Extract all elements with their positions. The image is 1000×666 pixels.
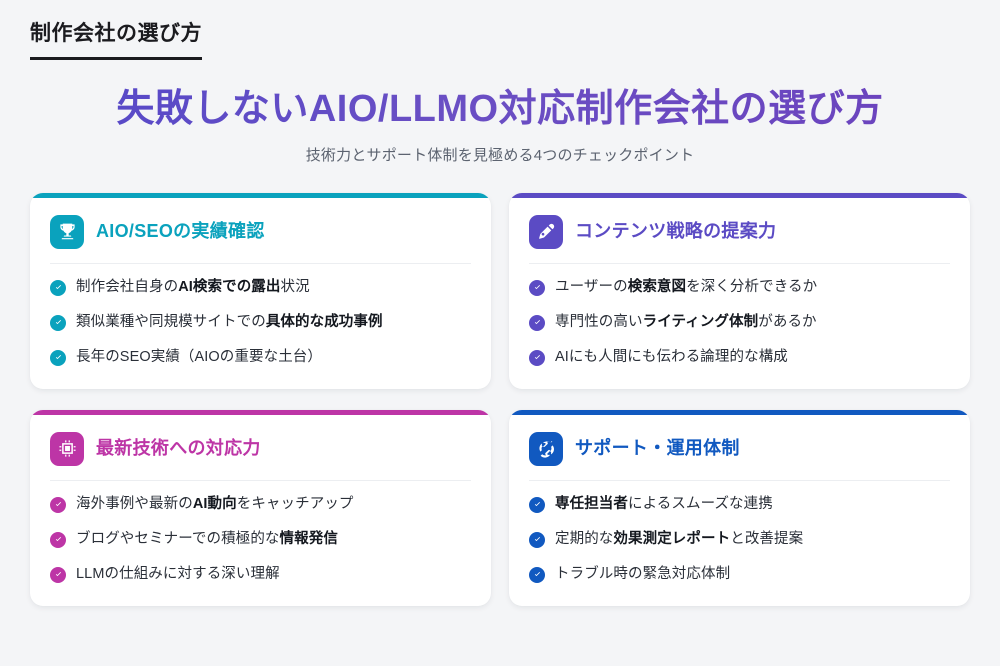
breadcrumb: 制作会社の選び方 — [30, 0, 970, 61]
card-header: サポート・運用体制 — [529, 426, 950, 481]
list-item-label: トラブル時の緊急対応体制 — [555, 564, 730, 585]
checkpoint-list: 専任担当者によるスムーズな連携定期的な効果測定レポートと改善提案トラブル時の緊急… — [529, 494, 950, 585]
label-emphasis: 効果測定レポート — [613, 530, 731, 547]
handshake-icon — [529, 431, 563, 466]
list-item: 専門性の高いライティング体制があるか — [529, 312, 950, 333]
checkpoint-card-grid: AIO/SEOの実績確認制作会社自身のAI検索での露出状況類似業種や同規模サイト… — [30, 192, 970, 606]
check-circle-icon — [50, 279, 66, 296]
checkpoint-list: 制作会社自身のAI検索での露出状況類似業種や同規模サイトでの具体的な成功事例長年… — [50, 277, 471, 368]
card-title: サポート・運用体制 — [575, 438, 740, 459]
label-post: と改善提案 — [730, 530, 804, 547]
label-pre: 海外事例や最新の — [76, 495, 193, 512]
label-pre: 専門性の高い — [555, 313, 643, 330]
label-pre: ブログやセミナーでの積極的な — [76, 530, 280, 547]
checkpoint-card: サポート・運用体制専任担当者によるスムーズな連携定期的な効果測定レポートと改善提… — [509, 409, 970, 606]
check-circle-icon — [529, 531, 545, 548]
check-circle-icon — [50, 566, 66, 583]
check-circle-icon — [50, 496, 66, 513]
list-item: 海外事例や最新のAI動向をキャッチアップ — [50, 494, 471, 515]
card-title: コンテンツ戦略の提案力 — [575, 221, 777, 242]
check-circle-icon — [50, 314, 66, 331]
cpu-chip-icon — [50, 431, 84, 466]
page-subtitle: 技術力とサポート体制を見極める4つのチェックポイント — [305, 146, 695, 164]
list-item-label: LLMの仕組みに対する深い理解 — [76, 564, 280, 585]
label-post: を深く分析できるか — [686, 278, 818, 295]
label-pre: 定期的な — [555, 530, 614, 547]
pen-nib-icon — [529, 214, 563, 249]
list-item-label: 海外事例や最新のAI動向をキャッチアップ — [76, 494, 354, 515]
label-emphasis: 検索意図 — [627, 278, 687, 295]
label-emphasis: 専任担当者 — [555, 495, 628, 512]
card-header: AIO/SEOの実績確認 — [50, 209, 471, 264]
list-item: AIにも人間にも伝わる論理的な構成 — [529, 347, 950, 368]
list-item: 定期的な効果測定レポートと改善提案 — [529, 529, 950, 550]
hero-section: 失敗しないAIO/LLMO対応制作会社の選び方 技術力とサポート体制を見極める4… — [30, 86, 970, 165]
list-item-label: 専門性の高いライティング体制があるか — [555, 312, 817, 333]
label-pre: AIにも人間にも伝わる論理的な構成 — [555, 348, 788, 365]
card-title: AIO/SEOの実績確認 — [96, 221, 265, 242]
label-pre: 制作会社自身の — [76, 278, 179, 295]
list-item-label: 類似業種や同規模サイトでの具体的な成功事例 — [76, 312, 383, 333]
check-circle-icon — [50, 531, 66, 548]
label-pre: トラブル時の緊急対応体制 — [555, 565, 731, 582]
list-item: ブログやセミナーでの積極的な情報発信 — [50, 529, 471, 550]
list-item: LLMの仕組みに対する深い理解 — [50, 564, 471, 585]
label-pre: 長年のSEO実績（AIOの重要な土台） — [76, 348, 322, 365]
list-item: 長年のSEO実績（AIOの重要な土台） — [50, 347, 471, 368]
list-item-label: ユーザーの検索意図を深く分析できるか — [555, 277, 817, 298]
list-item: トラブル時の緊急対応体制 — [529, 564, 950, 585]
trophy-icon — [50, 214, 84, 249]
checkpoint-card: AIO/SEOの実績確認制作会社自身のAI検索での露出状況類似業種や同規模サイト… — [30, 192, 491, 389]
list-item-label: 長年のSEO実績（AIOの重要な土台） — [76, 347, 322, 368]
list-item: 類似業種や同規模サイトでの具体的な成功事例 — [50, 312, 471, 333]
label-post: をキャッチアップ — [236, 495, 354, 512]
check-circle-icon — [529, 566, 545, 583]
label-post: によるスムーズな連携 — [628, 495, 773, 512]
card-header: コンテンツ戦略の提案力 — [529, 209, 950, 264]
list-item: 専任担当者によるスムーズな連携 — [529, 494, 950, 515]
label-pre: LLMの仕組みに対する深い理解 — [76, 565, 280, 582]
card-header: 最新技術への対応力 — [50, 426, 471, 481]
list-item-label: ブログやセミナーでの積極的な情報発信 — [76, 529, 338, 550]
page-eyebrow-label: 制作会社の選び方 — [30, 20, 202, 61]
label-post: があるか — [758, 313, 817, 330]
check-circle-icon — [529, 314, 545, 331]
list-item-label: AIにも人間にも伝わる論理的な構成 — [555, 347, 788, 368]
page-title: 失敗しないAIO/LLMO対応制作会社の選び方 — [30, 86, 970, 134]
list-item-label: 専任担当者によるスムーズな連携 — [555, 494, 773, 515]
list-item: 制作会社自身のAI検索での露出状況 — [50, 277, 471, 298]
list-item-label: 定期的な効果測定レポートと改善提案 — [555, 529, 803, 550]
card-title: 最新技術への対応力 — [96, 438, 261, 459]
label-pre: 類似業種や同規模サイトでの — [76, 313, 266, 330]
check-circle-icon — [529, 496, 545, 513]
label-emphasis: ライティング体制 — [642, 313, 759, 330]
check-circle-icon — [529, 279, 545, 296]
list-item-label: 制作会社自身のAI検索での露出状況 — [76, 277, 310, 298]
label-emphasis: AI動向 — [192, 495, 237, 512]
label-emphasis: 具体的な成功事例 — [265, 313, 383, 330]
check-circle-icon — [529, 349, 545, 366]
list-item: ユーザーの検索意図を深く分析できるか — [529, 277, 950, 298]
check-circle-icon — [50, 349, 66, 366]
label-emphasis: 情報発信 — [279, 530, 338, 547]
label-post: 状況 — [280, 278, 310, 295]
label-pre: ユーザーの — [555, 278, 628, 295]
label-emphasis: AI検索での露出 — [178, 278, 281, 295]
checkpoint-card: コンテンツ戦略の提案力ユーザーの検索意図を深く分析できるか専門性の高いライティン… — [509, 192, 970, 389]
checkpoint-card: 最新技術への対応力海外事例や最新のAI動向をキャッチアップブログやセミナーでの積… — [30, 409, 491, 606]
